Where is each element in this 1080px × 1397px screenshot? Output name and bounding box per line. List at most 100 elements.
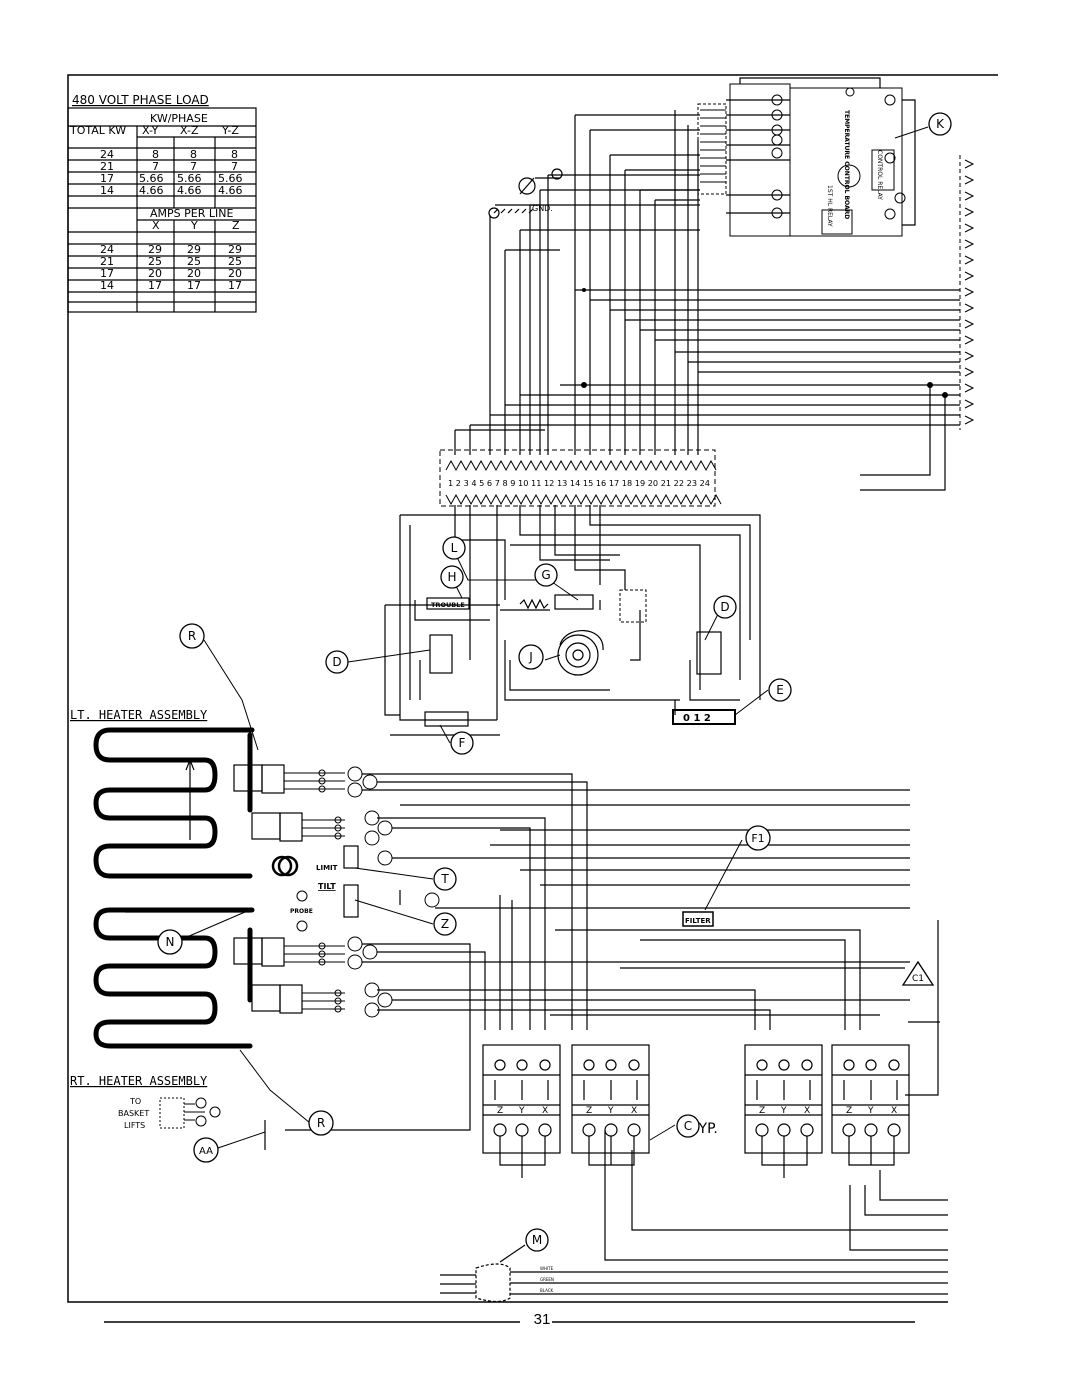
kw-row-total: 24 — [100, 148, 114, 161]
amps-row-total: 14 — [100, 279, 114, 292]
contactor-term-y: Y — [780, 1106, 787, 1116]
kw-row-cell: 7 — [190, 160, 197, 173]
callout-r — [179, 623, 205, 649]
amps-row-cell: 20 — [228, 267, 242, 280]
contactor-term-z: Z — [586, 1106, 592, 1116]
callout-j-label: J — [528, 650, 533, 664]
callout-leaders — [179, 126, 929, 1149]
kw-row-cell: 8 — [152, 148, 159, 161]
limit-label: LIMIT — [316, 864, 338, 872]
contactor-term-x: X — [804, 1106, 810, 1116]
callout-k — [928, 112, 952, 136]
amps-row-cell: 25 — [187, 255, 201, 268]
lt-heater-element — [93, 727, 255, 879]
callout-z — [433, 912, 457, 936]
filter-box — [682, 911, 714, 927]
callout-f — [450, 731, 474, 755]
callout-c-label: C — [684, 1119, 692, 1133]
callout-n — [157, 929, 183, 955]
callout-aa-label: AA — [199, 1146, 213, 1157]
callout-l-label: L — [451, 541, 458, 555]
wire-bundle — [454, 77, 960, 491]
component-e-label: 0 1 2 — [683, 713, 711, 724]
component-f — [424, 711, 469, 727]
amps-row-cell: 20 — [187, 267, 201, 280]
callout-h-label: H — [447, 570, 456, 584]
cord-color: GREEN — [540, 1277, 554, 1282]
callout-k-label: K — [936, 117, 945, 131]
rt-heater-title: RT. HEATER ASSEMBLY — [70, 1074, 208, 1088]
callout-t — [433, 867, 457, 891]
amps-row-cell: 25 — [228, 255, 242, 268]
amps-row-total: 17 — [100, 267, 114, 280]
amps-col-x: X — [152, 219, 160, 232]
terminal-numbers: 1 2 3 4 5 6 7 8 9 10 11 12 13 14 15 16 1… — [448, 479, 710, 488]
kw-row-total: 21 — [100, 160, 114, 173]
lt-heater-title: LT. HEATER ASSEMBLY — [70, 708, 208, 722]
switch-d-left — [429, 634, 453, 674]
terminal-strip — [439, 449, 722, 507]
callout-f1-label: F1 — [751, 832, 764, 845]
callout-e — [768, 678, 792, 702]
power-cord — [440, 1244, 948, 1303]
contactors — [482, 1044, 910, 1178]
amps-col-z: Z — [232, 219, 240, 232]
callout-h — [440, 565, 464, 589]
total-kw-label: TOTAL KW — [69, 124, 126, 137]
cord-color: WHITE — [540, 1266, 554, 1271]
callout-d — [325, 650, 349, 674]
junction-dots — [581, 288, 948, 398]
relay-label: TEMPERATURE CONTROL BOARD — [843, 110, 850, 219]
callout-e-label: E — [776, 683, 784, 697]
relay-label: 1ST HL RELAY — [826, 185, 833, 227]
probe-label: PROBE — [290, 908, 313, 915]
kw-col-xz: X-Z — [180, 124, 199, 137]
contactor-term-y: Y — [607, 1106, 614, 1116]
callout-c — [676, 1114, 700, 1138]
callout-j — [518, 644, 544, 670]
contactor-term-z: Z — [759, 1106, 765, 1116]
callout-z-label: Z — [441, 917, 449, 931]
kw-row-cell: 4.66 — [218, 184, 243, 197]
basket-lifts-label: TO — [129, 1097, 141, 1106]
basket-lifts-label: LIFTS — [124, 1121, 145, 1130]
callout-g — [534, 563, 558, 587]
contactor-term-y: Y — [867, 1106, 874, 1116]
callouts — [157, 112, 952, 1252]
resistor-l — [519, 598, 549, 610]
fuse-links — [284, 766, 440, 1018]
rt-heater-element — [93, 907, 255, 1049]
amps-col-y: Y — [190, 219, 198, 232]
kw-row-cell: 8 — [231, 148, 238, 161]
contactor-term-x: X — [891, 1106, 897, 1116]
callout-c1-label: C1 — [912, 974, 924, 984]
kw-header: KW/PHASE — [150, 112, 208, 125]
trouble-indicator — [426, 597, 470, 610]
page-number: 31 — [533, 1311, 551, 1328]
callout-m — [525, 1228, 549, 1252]
kw-row-cell: 8 — [190, 148, 197, 161]
kw-row-cell: 5.66 — [177, 172, 202, 185]
contactor-term-x: X — [542, 1106, 548, 1116]
kw-row-total: 14 — [100, 184, 114, 197]
callout-n-label: N — [166, 935, 175, 949]
amps-row-total: 24 — [100, 243, 114, 256]
callout-d-label: D — [720, 600, 729, 614]
table-title: 480 VOLT PHASE LOAD — [72, 93, 209, 107]
callout-r-label: R — [317, 1116, 325, 1130]
kw-row-cell: 5.66 — [218, 172, 243, 185]
contactor-term-z: Z — [846, 1106, 852, 1116]
phase-load-table — [67, 107, 257, 313]
cord-color: BLACK — [540, 1288, 554, 1293]
basket-wires — [184, 1097, 221, 1127]
amps-row-cell: 17 — [148, 279, 162, 292]
callout-g-label: G — [541, 568, 550, 582]
callout-c1 — [901, 960, 935, 986]
relay-g — [554, 594, 594, 610]
kw-row-total: 17 — [100, 172, 114, 185]
contactor-term-y: Y — [518, 1106, 525, 1116]
amps-row-cell: 25 — [148, 255, 162, 268]
callout-d — [713, 595, 737, 619]
amps-row-cell: 29 — [228, 243, 242, 256]
